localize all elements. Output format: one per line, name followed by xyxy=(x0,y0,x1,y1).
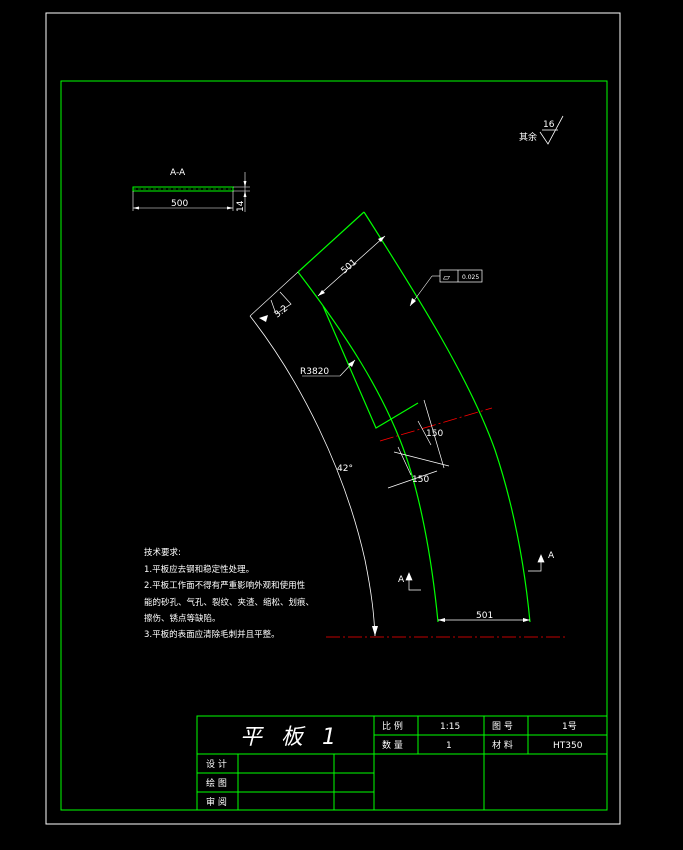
notes-line-4: 擦伤、锈点等缺陷。 xyxy=(144,613,221,624)
flatness-symbol-icon: ▱ xyxy=(443,273,450,283)
section-marker-right xyxy=(528,554,545,572)
roughness-note: 其余 16 xyxy=(519,115,564,145)
slot-edge xyxy=(322,305,419,429)
drawing-no-value: 1号 xyxy=(562,721,577,732)
hole-h-dim: 150 xyxy=(412,475,429,485)
scale-label: 比 例 xyxy=(382,720,403,732)
flatness-value: 0.025 xyxy=(462,274,479,281)
top-edge xyxy=(297,211,365,273)
qty-value: 1 xyxy=(446,741,452,751)
radius-label: R3820 xyxy=(300,367,329,377)
scale-value: 1:15 xyxy=(440,722,460,732)
hole-dims xyxy=(387,399,450,489)
section-thk-dim: 14 xyxy=(236,200,246,212)
inner-arc xyxy=(297,271,439,623)
section-marker-left-label: A xyxy=(398,575,405,585)
material-label: 材 料 xyxy=(492,739,513,751)
drawing-border xyxy=(60,80,608,811)
roughness-prefix: 其余 xyxy=(519,131,537,143)
notes-heading: 技术要求: xyxy=(144,547,181,558)
roughness-symbol-icon xyxy=(539,115,564,145)
qty-label: 数 量 xyxy=(382,739,403,751)
roughness-value: 16 xyxy=(543,120,555,130)
notes-line-2: 2.平板工作面不得有严重影响外观和使用性 xyxy=(144,580,306,591)
angle-label: 42° xyxy=(337,464,353,474)
notes-line-5: 3.平板的表面应清除毛刺并且平整。 xyxy=(144,629,280,640)
section-width-dim: 500 xyxy=(171,199,188,209)
flatness-frame: ▱ 0.025 xyxy=(409,269,483,307)
section-label: A-A xyxy=(170,168,186,178)
notes-line-3: 能的砂孔、气孔、裂纹、夹渣、缩松、划痕、 xyxy=(144,597,314,608)
top-width-dim xyxy=(317,235,386,297)
hole-v-dim: 150 xyxy=(426,429,443,439)
bottom-width-label: 501 xyxy=(476,611,493,621)
material-value: HT350 xyxy=(553,741,583,751)
technical-notes: 技术要求: 1.平板应去钢和稳定性处理。 2.平板工作面不得有严重影响外观和使用… xyxy=(144,547,314,640)
notes-line-1: 1.平板应去钢和稳定性处理。 xyxy=(144,564,254,575)
outer-arc xyxy=(363,211,531,623)
section-marker-left xyxy=(405,572,421,591)
bottom-width-dim xyxy=(438,618,530,622)
sheet-frame xyxy=(45,12,621,825)
review-label: 审 阅 xyxy=(206,796,227,808)
part-name: 平 板 1 xyxy=(240,725,342,750)
section-view-aa: A-A 500 14 xyxy=(132,168,250,212)
drafter-label: 绘 图 xyxy=(206,777,227,789)
plate-profile xyxy=(297,211,531,623)
design-label: 设 计 xyxy=(206,758,227,770)
drawing-no-label: 图 号 xyxy=(492,721,513,732)
top-width-label: 501 xyxy=(340,258,360,277)
title-block xyxy=(196,715,608,811)
section-marker-right-label: A xyxy=(548,551,555,561)
radius-arc xyxy=(249,315,376,637)
local-roughness xyxy=(259,291,292,322)
centerline-diagonal xyxy=(379,407,493,442)
